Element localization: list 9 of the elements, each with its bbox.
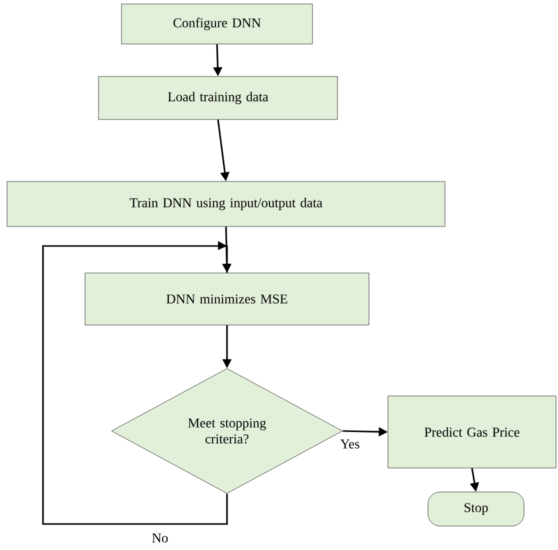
edge-label: Yes xyxy=(340,440,360,448)
process-box: DNN minimizes MSE xyxy=(84,272,370,326)
terminal-box: Stop xyxy=(428,492,524,526)
process-box: Predict Gas Price xyxy=(388,396,556,468)
edge-label: No xyxy=(152,534,168,542)
process-box: Configure DNN xyxy=(121,4,313,44)
process-box: Load training data xyxy=(98,76,338,120)
process-box: Train DNN using input/output data xyxy=(6,181,446,227)
arrow xyxy=(42,241,228,525)
